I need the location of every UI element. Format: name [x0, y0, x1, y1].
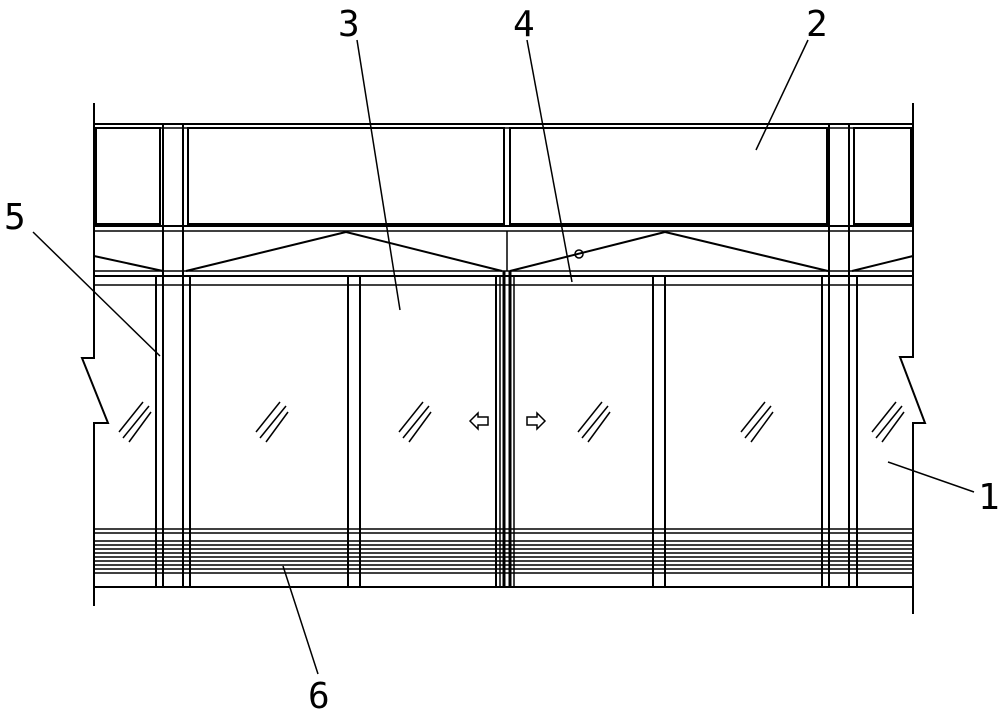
callout-4: 4 — [513, 4, 535, 45]
arrow-left-icon — [468, 411, 489, 431]
callout-5: 5 — [4, 197, 26, 238]
transom-frame — [94, 225, 913, 232]
leader-lines — [32, 39, 975, 675]
kick-plates — [94, 528, 913, 574]
left-wall-edge — [80, 103, 110, 606]
meeting-stiles — [499, 271, 515, 587]
callout-3: 3 — [338, 4, 360, 45]
arrow-right-icon — [526, 411, 547, 431]
glass-hatch-marks — [118, 401, 905, 443]
transom-panels — [95, 127, 912, 225]
callout-1: 1 — [978, 477, 1000, 518]
callout-6: 6 — [308, 676, 330, 717]
right-wall-edge — [898, 103, 927, 614]
callout-2: 2 — [806, 4, 828, 45]
stiles — [155, 276, 858, 587]
column-right — [828, 124, 850, 587]
column-left — [162, 124, 184, 587]
